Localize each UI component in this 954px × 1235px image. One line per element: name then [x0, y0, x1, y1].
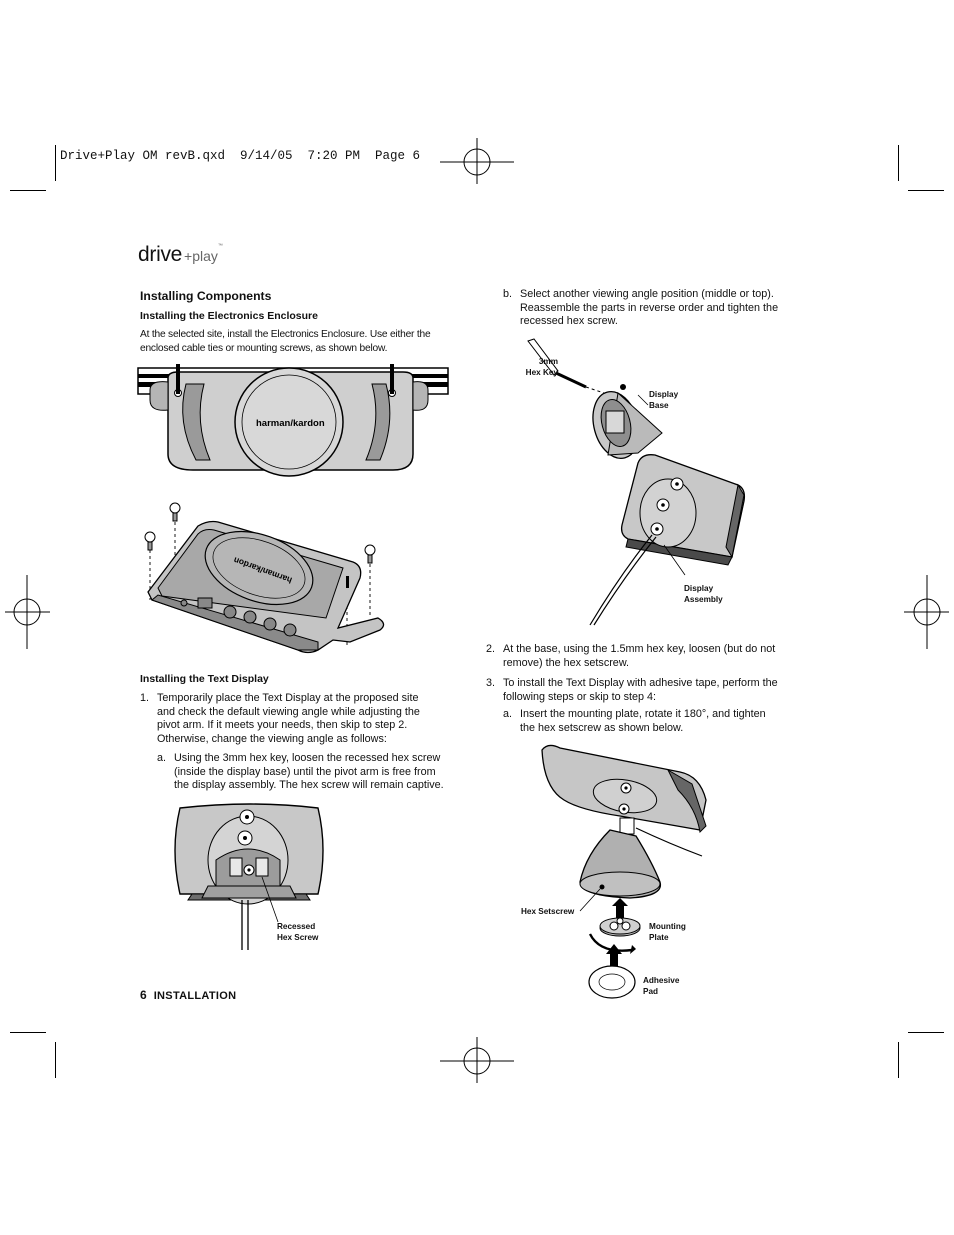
step-b: b. Select another viewing angle position… — [503, 288, 779, 328]
drive-play-logo: drive+play™ — [138, 243, 223, 266]
step-1a: a. Using the 3mm hex key, loosen the rec… — [157, 752, 444, 792]
step-1: 1. Temporarily place the Text Display at… — [140, 692, 420, 745]
mounting-plate-exploded-view — [541, 744, 707, 999]
subheading-enclosure: Installing the Electronics Enclosure — [140, 310, 318, 322]
page-number: 6 — [140, 988, 147, 1002]
label-hex-setscrew: Hex Setscrew — [521, 907, 575, 916]
enclosure-intro: At the selected site, install the Electr… — [140, 329, 431, 354]
enclosure-top-view: harman/kardon — [137, 364, 449, 477]
brand-label: harman/kardon — [256, 418, 325, 429]
subheading-text-display: Installing the Text Display — [140, 673, 269, 685]
step-3: 3. To install the Text Display with adhe… — [486, 677, 778, 703]
display-back-view — [174, 803, 324, 950]
enclosure-isometric-view: harman/kardon — [144, 502, 385, 654]
file-slug: Drive+Play OM revB.qxd 9/14/05 7:20 PM P… — [60, 149, 421, 163]
page-footer: 6 INSTALLATION — [140, 988, 236, 1002]
step-2: 2. At the base, using the 1.5mm hex key,… — [486, 643, 776, 669]
display-exploded-view — [527, 338, 746, 626]
section-heading: Installing Components — [140, 289, 272, 303]
step-3a: a. Insert the mounting plate, rotate it … — [503, 708, 766, 734]
section-name: INSTALLATION — [153, 990, 237, 1002]
